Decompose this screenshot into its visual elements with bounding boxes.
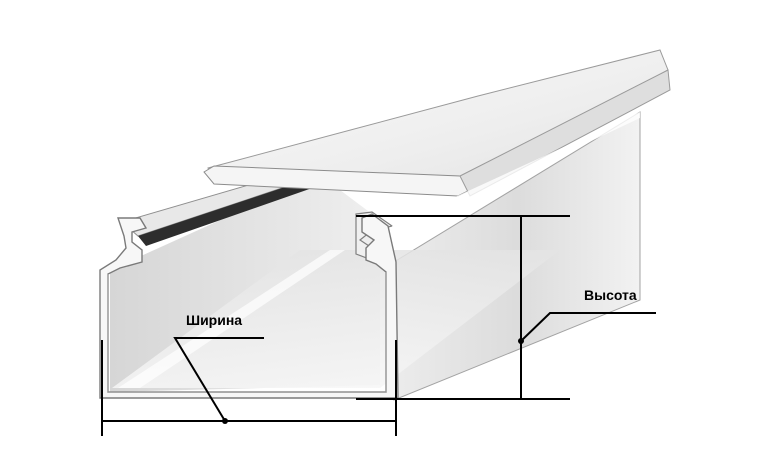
channel-front-wall-outline	[107, 272, 387, 393]
channel-front-profile	[99, 213, 399, 399]
channel-inner-highlight	[118, 250, 345, 388]
channel-left-groove	[138, 178, 318, 246]
width-label: Ширина	[186, 312, 243, 328]
channel-lid-side	[459, 69, 671, 197]
channel-inner-floor	[112, 250, 560, 388]
height-label: Высота	[584, 287, 637, 303]
width-leader-line	[173, 337, 264, 422]
channel-right-wall-highlight	[392, 112, 640, 234]
height-leader-line	[520, 312, 656, 342]
